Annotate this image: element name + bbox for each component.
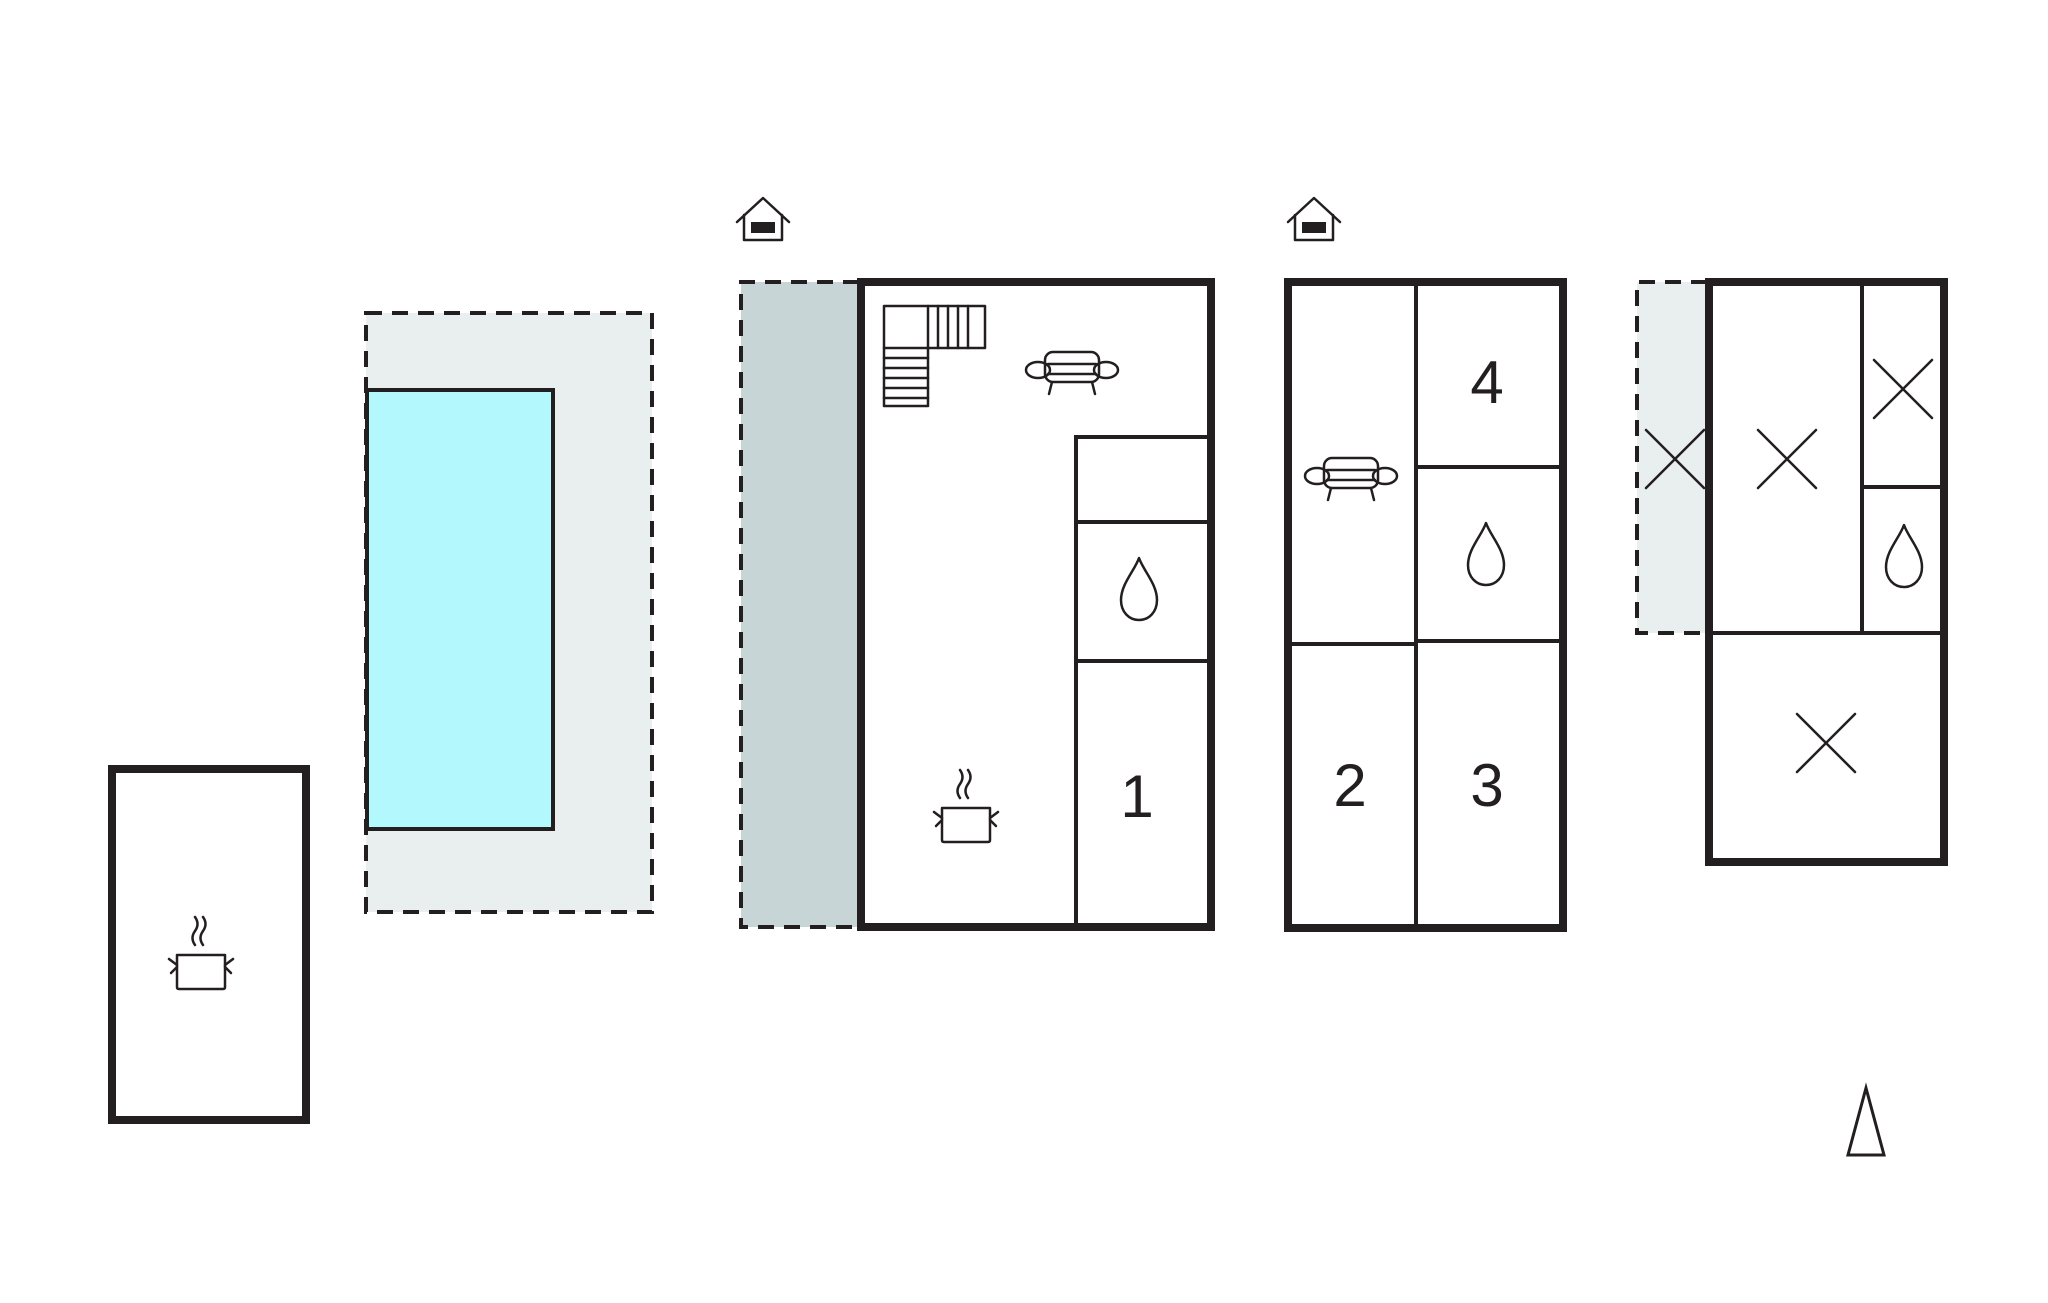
bedroom-1-label: 1 [1120, 763, 1153, 830]
sofa-icon [1303, 456, 1399, 502]
sofa-icon [1024, 350, 1120, 396]
kitchen-pot-icon [167, 915, 235, 991]
stairs-icon [882, 304, 987, 408]
compass-arrow-icon [1846, 1082, 1886, 1157]
bathroom-drop-icon [1466, 521, 1506, 587]
bedroom-2-label: 2 [1333, 752, 1366, 819]
swimming-pool [365, 388, 555, 831]
bathroom-drop-icon [1119, 556, 1159, 622]
bedroom-3-label: 3 [1470, 752, 1503, 819]
bathroom-drop-icon [1884, 523, 1924, 589]
void-cross-icon [1756, 428, 1818, 490]
void-cross-icon [1644, 428, 1706, 490]
house-icon [735, 196, 791, 242]
kitchen-pot-icon [932, 768, 1000, 844]
house-icon [1286, 196, 1342, 242]
void-cross-icon [1872, 358, 1934, 420]
second-floor [1635, 278, 1948, 866]
pool-area [364, 311, 654, 914]
ground-floor: 1 [735, 196, 1215, 931]
terrace [741, 282, 859, 927]
outbuilding-kitchen [108, 765, 310, 1124]
bedroom-4-label: 4 [1470, 349, 1503, 416]
first-floor: 4 2 3 [1284, 196, 1567, 932]
void-cross-icon [1795, 712, 1857, 774]
